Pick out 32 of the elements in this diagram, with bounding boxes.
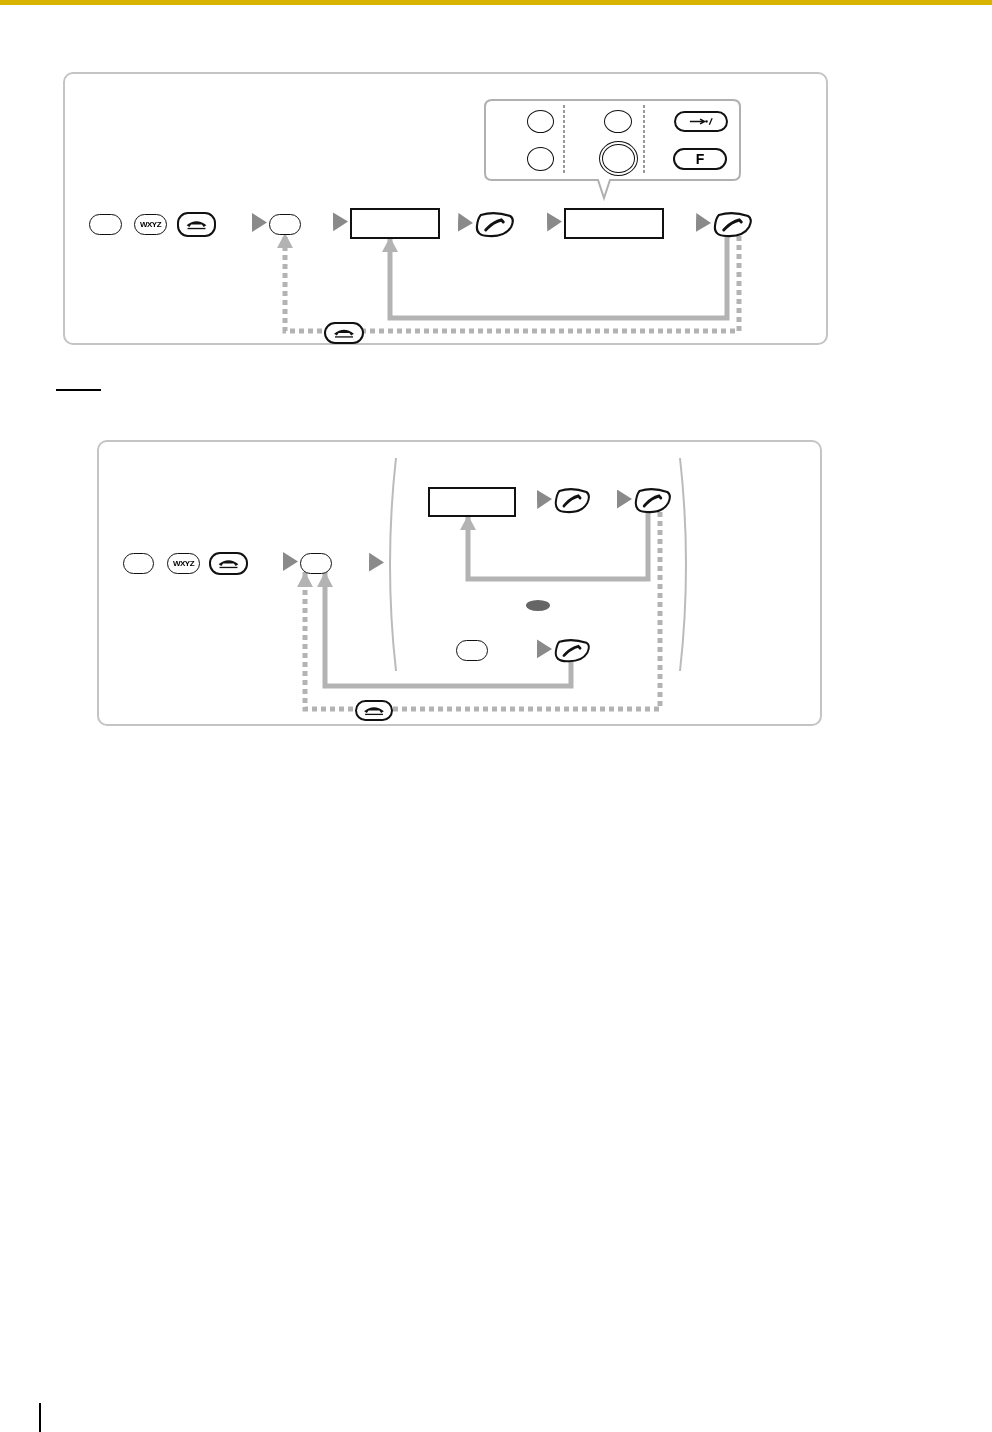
transfer-key — [674, 111, 728, 132]
key-button — [300, 553, 332, 574]
panel — [63, 72, 828, 345]
letter-key: WXYZ — [167, 553, 200, 574]
key-button — [456, 640, 488, 661]
dashed-arrow — [277, 233, 322, 334]
panel — [97, 440, 822, 726]
hang-up-button — [355, 700, 393, 721]
callout-bubble — [484, 99, 741, 199]
hang-up-button — [324, 322, 364, 344]
hang-up-button — [177, 212, 216, 237]
return-arrow — [460, 512, 651, 582]
dashed-line — [362, 236, 742, 334]
talk-button — [713, 212, 752, 238]
return-arrow — [382, 236, 730, 321]
dashed-line — [391, 512, 663, 712]
key-button — [89, 214, 122, 235]
bracket — [386, 456, 690, 673]
display-box — [350, 208, 440, 239]
key-button — [269, 214, 301, 235]
dashed-arrow — [297, 572, 353, 712]
letter-key: WXYZ — [134, 214, 167, 235]
key-button — [123, 553, 154, 574]
hang-up-button — [209, 552, 248, 575]
talk-button — [554, 639, 590, 663]
function-key: F — [673, 148, 727, 170]
display-box — [564, 208, 664, 239]
talk-button — [634, 488, 671, 514]
display-box — [428, 487, 516, 517]
talk-button — [554, 488, 590, 514]
talk-button — [475, 212, 514, 238]
return-arrow — [317, 572, 574, 689]
